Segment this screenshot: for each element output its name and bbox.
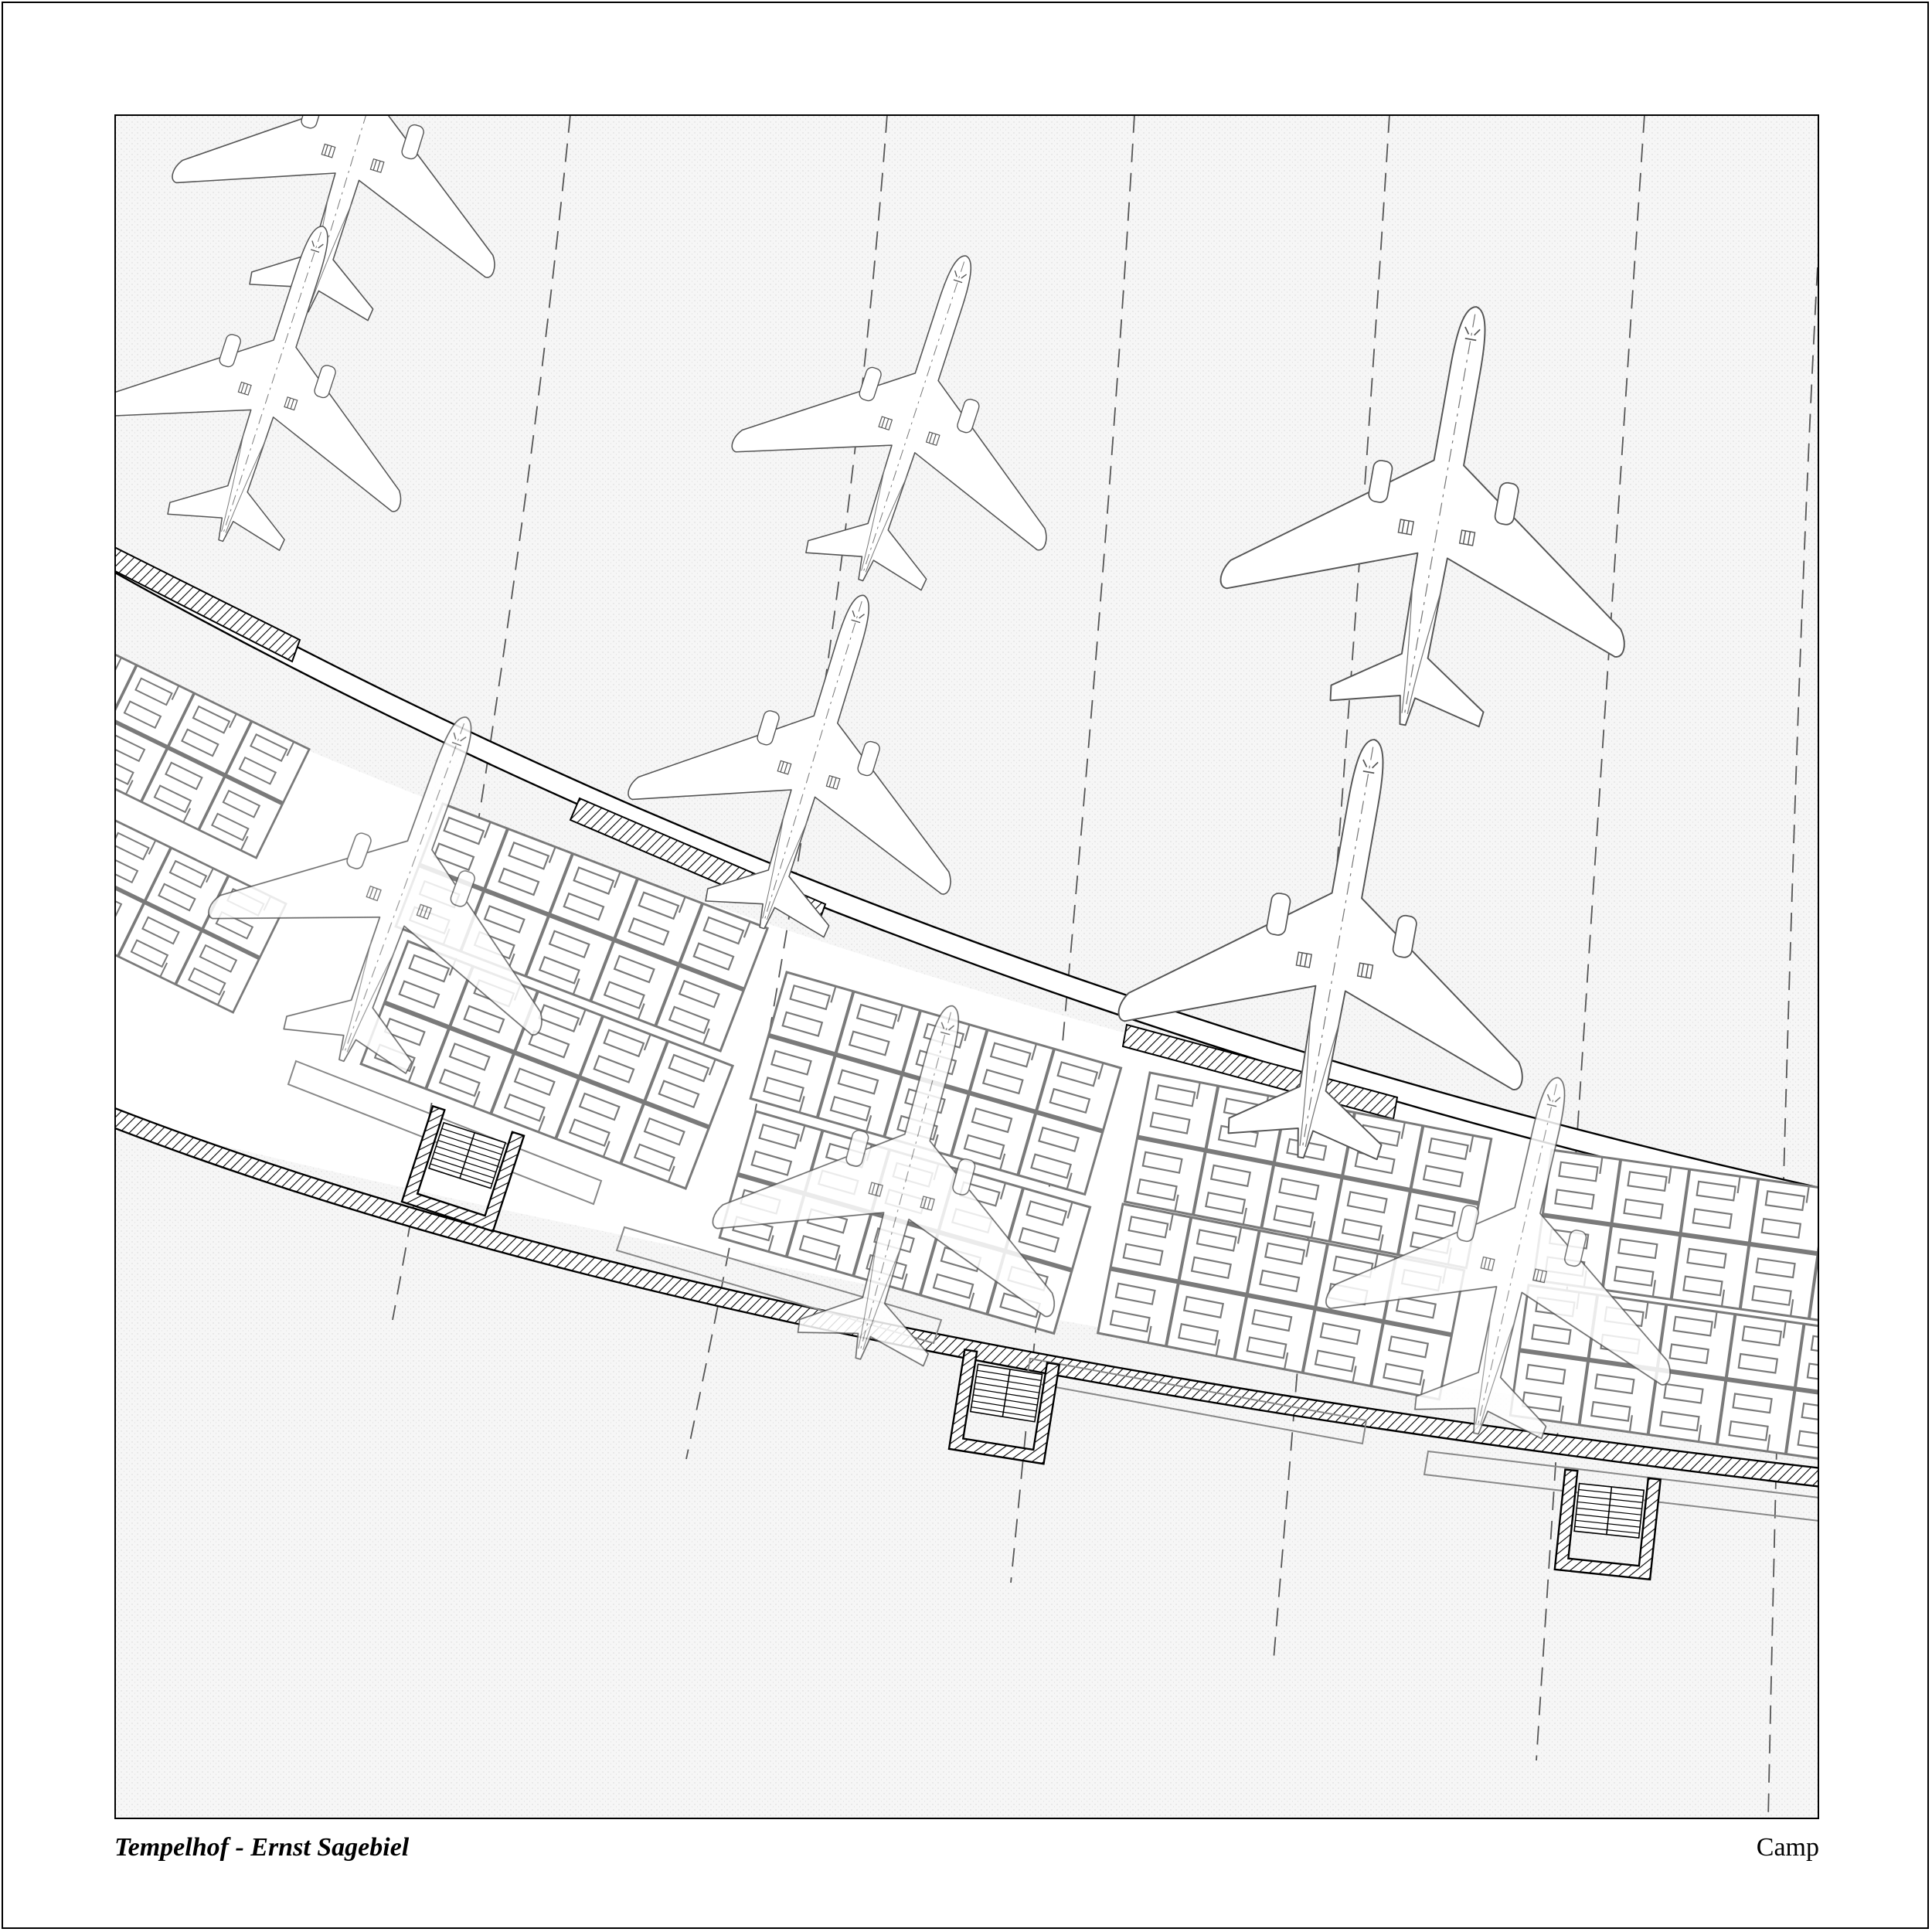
drawing-title: Tempelhof - Ernst Sagebiel — [114, 1833, 410, 1862]
inner-facade-wall — [114, 1107, 1819, 1488]
drawing-frame — [114, 114, 1819, 1819]
tent-camp-center — [615, 972, 1121, 1345]
sheet-label: Camp — [1756, 1833, 1819, 1862]
plan-drawing — [114, 114, 1819, 1819]
